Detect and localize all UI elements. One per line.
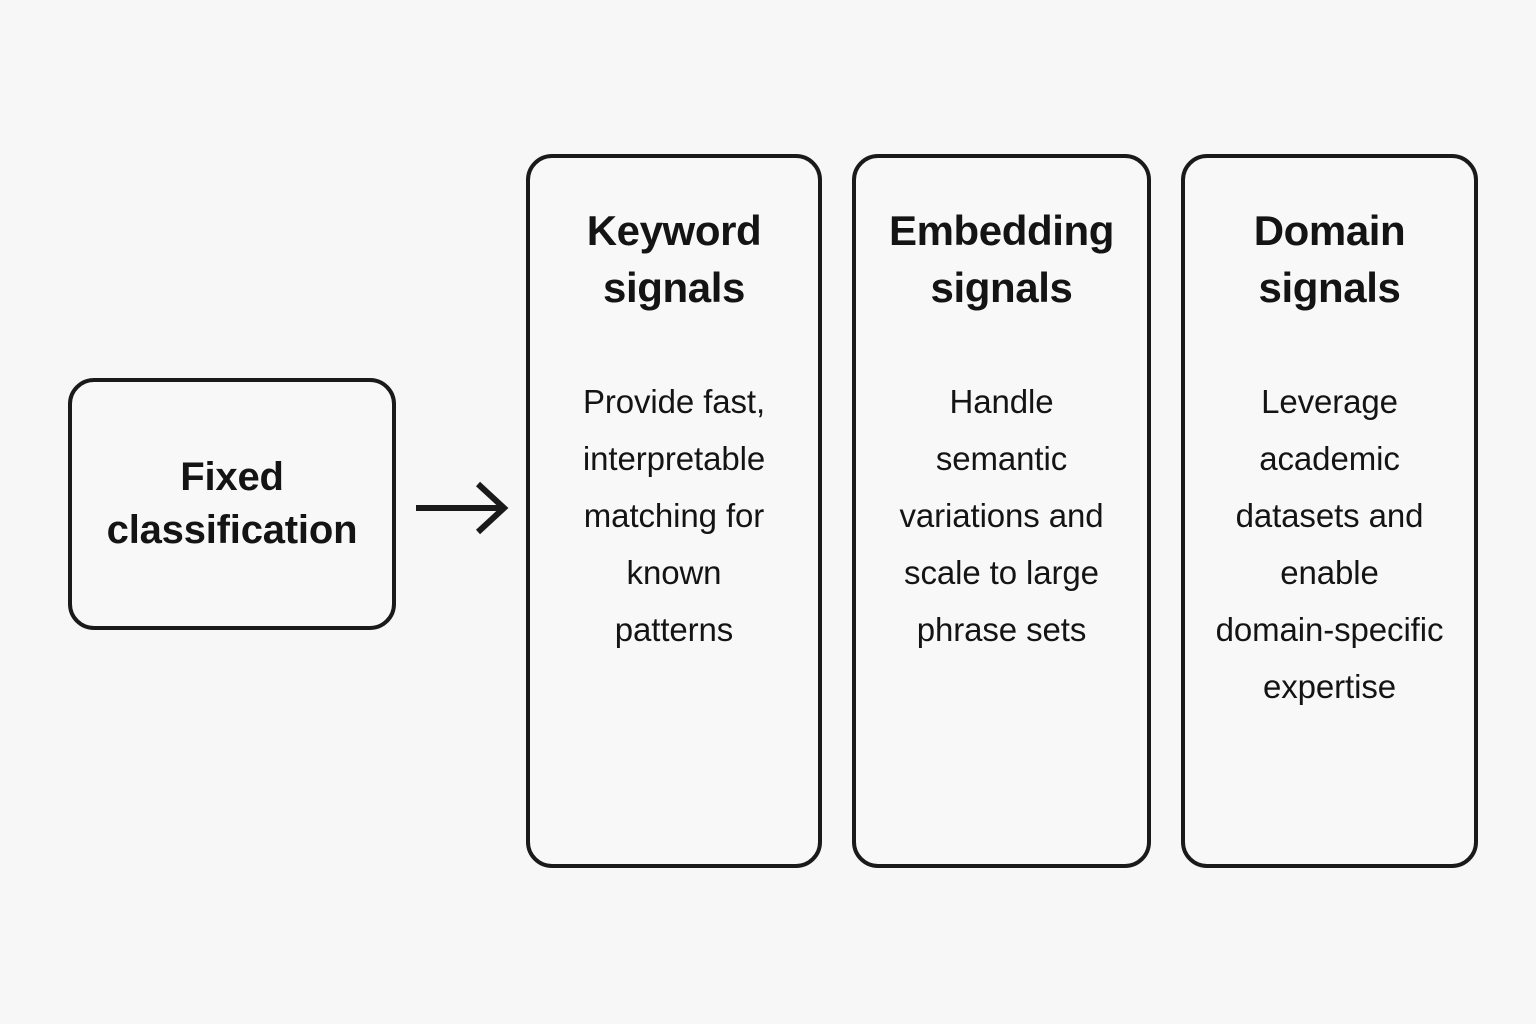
node-fixed-classification-label: Fixed classification [106, 455, 358, 552]
node-fixed-classification[interactable]: Fixed classification [68, 378, 396, 630]
card-embedding-signals[interactable]: Embedding signals Handle semantic variat… [852, 154, 1151, 868]
signal-cards-group: Keyword signals Provide fast, interpreta… [526, 154, 1478, 868]
card-keyword-signals[interactable]: Keyword signals Provide fast, interpreta… [526, 154, 822, 868]
card-embedding-signals-title: Embedding signals [888, 207, 1115, 311]
card-embedding-signals-body: Handle semantic variations and scale to … [899, 383, 1104, 648]
card-domain-signals[interactable]: Domain signals Leverage academic dataset… [1181, 154, 1478, 868]
card-domain-signals-title: Domain signals [1253, 207, 1406, 311]
card-domain-signals-body: Leverage academic datasets and enable do… [1215, 383, 1444, 705]
card-keyword-signals-title: Keyword signals [586, 207, 762, 311]
connector-source-to-cards [408, 478, 514, 540]
arrow-right-icon [416, 481, 509, 535]
card-keyword-signals-body: Provide fast, interpretable matching for… [582, 383, 766, 648]
